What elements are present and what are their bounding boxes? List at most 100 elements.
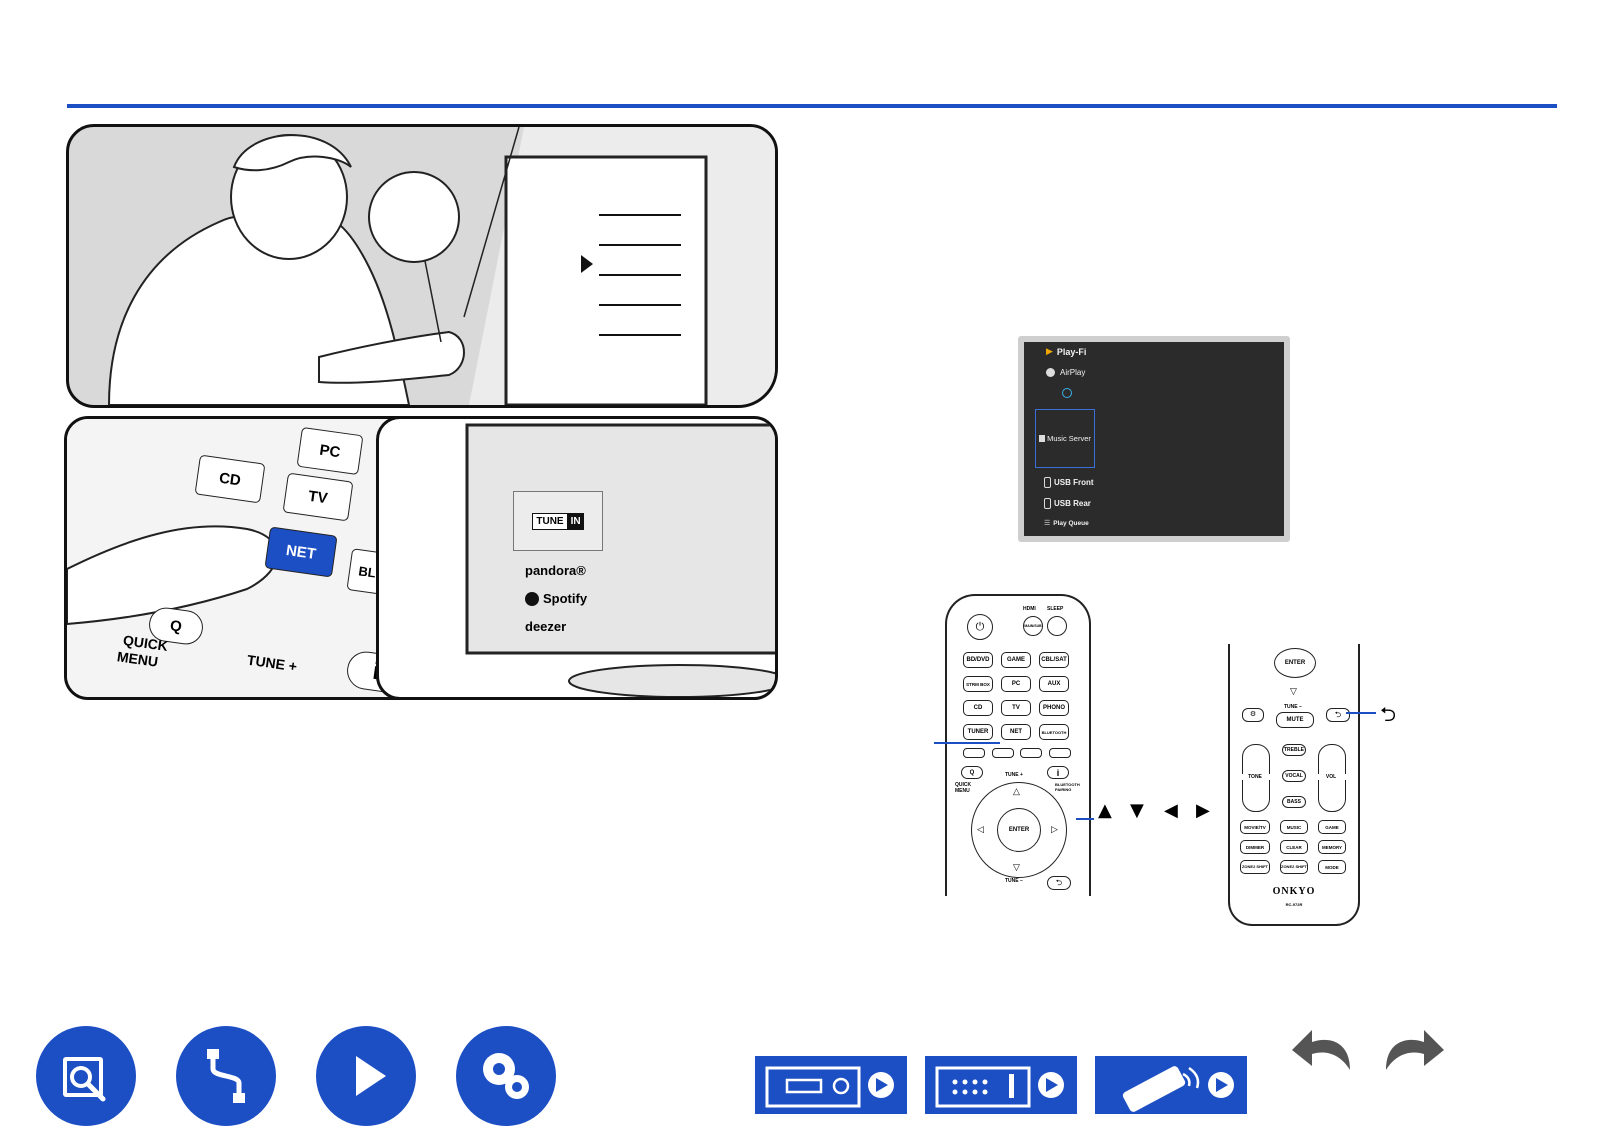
- setup-gear-icon[interactable]: [456, 1026, 556, 1126]
- dimmer-button[interactable]: DIMMER: [1240, 840, 1270, 854]
- zone2-button[interactable]: ZONE2 SHIFT: [1240, 860, 1270, 874]
- vocal-button[interactable]: VOCAL: [1282, 770, 1306, 782]
- cbl-sat-button[interactable]: CBL/SAT: [1039, 652, 1069, 668]
- bluetooth-button[interactable]: BLUETOOTH: [1039, 724, 1069, 740]
- treble-button[interactable]: TREBLE: [1282, 744, 1306, 756]
- memory-button[interactable]: MEMORY: [1318, 840, 1346, 854]
- prev-button[interactable]: [1020, 748, 1043, 758]
- undo-icon[interactable]: [1290, 1020, 1360, 1076]
- next-button[interactable]: [1048, 748, 1071, 758]
- tune-plus-label: TUNE +: [1005, 772, 1023, 778]
- stop-button[interactable]: [963, 748, 985, 758]
- play-pause-button[interactable]: [991, 748, 1014, 758]
- alexa-icon[interactable]: [1062, 388, 1072, 398]
- setup-button[interactable]: ⚙: [1242, 708, 1264, 722]
- osd-play-fi-item[interactable]: ▶ Play-Fi: [1046, 346, 1086, 357]
- transport-row: [963, 748, 1071, 758]
- remote-full-body: ⏻ HDMI SLEEP MAIN/SUB BD/DVD GAME CBL/SA…: [945, 594, 1091, 896]
- movie-tv-button[interactable]: MOVIE/TV: [1240, 820, 1270, 834]
- connection-cable-icon[interactable]: [176, 1026, 276, 1126]
- redo-icon[interactable]: [1376, 1020, 1446, 1076]
- return-callout-line: [1346, 712, 1376, 714]
- remote-controller-icon[interactable]: [1095, 1056, 1247, 1114]
- manual-search-icon[interactable]: [36, 1026, 136, 1126]
- info-button[interactable]: i: [1047, 766, 1069, 779]
- cd-button[interactable]: CD: [963, 700, 993, 716]
- illustration-person-with-tv: [66, 124, 778, 408]
- down-cursor-icon: ▼: [1130, 800, 1144, 821]
- return-icon: ⮌: [1380, 702, 1397, 726]
- tv-frame-illustration: [465, 423, 775, 697]
- right-arrow-icon[interactable]: ▷: [1051, 824, 1058, 834]
- vol-label: VOL: [1314, 774, 1348, 780]
- bottom-down-arrow-icon[interactable]: ▽: [1290, 686, 1297, 696]
- osd-usb-front-item[interactable]: USB Front: [1044, 477, 1094, 488]
- cursor-callout-line: [1076, 818, 1094, 820]
- rear-panel-icon[interactable]: [925, 1056, 1077, 1114]
- power-button[interactable]: ⏻: [967, 614, 993, 640]
- illustration-tv-streaming-services: TUNE IN pandora® Spotify deezer: [376, 416, 778, 700]
- osd-usb-rear-label: USB Rear: [1054, 499, 1091, 508]
- left-arrow-icon[interactable]: ◁: [977, 824, 984, 834]
- net-callout-line: [934, 742, 1000, 744]
- play-queue-icon: ☰: [1044, 520, 1051, 527]
- enter-button[interactable]: ENTER: [997, 808, 1041, 852]
- q-button[interactable]: Q: [961, 766, 983, 779]
- bd-dvd-button[interactable]: BD/DVD: [963, 652, 993, 668]
- music-button[interactable]: MUSIC: [1280, 820, 1308, 834]
- aux-button[interactable]: AUX: [1039, 676, 1069, 692]
- osd-music-server-item[interactable]: Music Server: [1035, 409, 1095, 468]
- osd-play-queue-item[interactable]: ☰ Play Queue: [1044, 519, 1089, 528]
- main-sub-button[interactable]: MAIN/SUB: [1023, 616, 1043, 636]
- game-mode-button[interactable]: GAME: [1318, 820, 1346, 834]
- return-button[interactable]: ⮌: [1047, 876, 1071, 890]
- sleep-label: SLEEP: [1047, 606, 1064, 612]
- right-cursor-icon: ▶: [1196, 800, 1210, 821]
- model-label: RC-972R: [1285, 902, 1303, 907]
- osd-usb-rear-item[interactable]: USB Rear: [1044, 498, 1091, 509]
- header-rule: [67, 104, 1557, 108]
- play-triangle-glyph: [356, 1056, 386, 1096]
- spotify-label: Spotify: [543, 591, 588, 606]
- airplay-icon: [1046, 368, 1055, 377]
- cursor-pad[interactable]: [971, 782, 1067, 878]
- usb-icon: [1044, 477, 1051, 488]
- bluetooth-pairing-label: BLUETOOTH PAIRING: [1055, 782, 1080, 792]
- strm-box-button[interactable]: STRM BOX: [963, 676, 993, 692]
- receiver-rear-glyph: [935, 1066, 1064, 1108]
- music-server-icon: [1039, 435, 1046, 442]
- bottom-return-button[interactable]: ⮌: [1326, 708, 1350, 722]
- spotify-icon: [525, 591, 539, 606]
- tune-minus-label: TUNE –: [1005, 878, 1023, 884]
- net-button[interactable]: NET: [1001, 724, 1031, 740]
- tunein-tile[interactable]: TUNE IN: [513, 491, 603, 551]
- front-panel-icon[interactable]: [755, 1056, 907, 1114]
- osd-airplay-item[interactable]: AirPlay: [1046, 368, 1085, 377]
- book-magnifier-glyph: [63, 1057, 106, 1102]
- pandora-logo[interactable]: pandora®: [525, 563, 586, 578]
- mute-button[interactable]: MUTE: [1276, 712, 1314, 728]
- sleep-button[interactable]: [1047, 616, 1067, 636]
- up-arrow-icon[interactable]: △: [1013, 786, 1020, 796]
- deezer-logo[interactable]: deezer: [525, 619, 567, 634]
- tuner-button[interactable]: TUNER: [963, 724, 993, 740]
- remote-pc-button[interactable]: PC: [296, 426, 364, 476]
- bottom-enter-button[interactable]: ENTER: [1274, 648, 1316, 678]
- zone2-shift-button[interactable]: ZONE2 SHIFT: [1280, 860, 1308, 874]
- mode-button[interactable]: MODE: [1318, 860, 1346, 874]
- game-button[interactable]: GAME: [1001, 652, 1031, 668]
- playback-icon[interactable]: [316, 1026, 416, 1126]
- tone-label: TONE: [1238, 774, 1272, 780]
- down-arrow-icon[interactable]: ▽: [1013, 862, 1020, 872]
- spotify-logo[interactable]: Spotify: [525, 591, 587, 606]
- osd-airplay-label: AirPlay: [1060, 368, 1086, 377]
- pc-button[interactable]: PC: [1001, 676, 1031, 692]
- tv-button[interactable]: TV: [1001, 700, 1031, 716]
- quick-menu-label: QUICK MENU: [955, 782, 972, 794]
- usb-icon: [1044, 498, 1051, 509]
- remote-bottom-body: ENTER ▽ TUNE – ⚙ MUTE ⮌ TONE TREBLE VOCA…: [1228, 644, 1360, 926]
- bass-button[interactable]: BASS: [1282, 796, 1306, 808]
- clear-button[interactable]: CLEAR: [1280, 840, 1308, 854]
- phono-button[interactable]: PHONO: [1039, 700, 1069, 716]
- osd-inner: [1024, 342, 1284, 536]
